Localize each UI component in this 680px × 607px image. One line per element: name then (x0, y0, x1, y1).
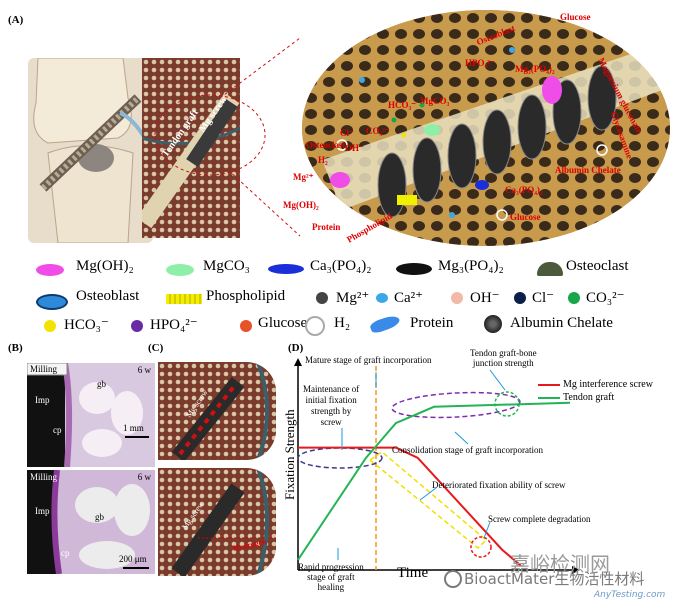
chart-y-label: Fixation Strength (282, 409, 298, 500)
arrow-consolidation (455, 432, 468, 444)
degradation-circle (471, 537, 491, 557)
ann-degradation: Screw complete degradation (488, 514, 590, 524)
ann-maintenance: Maintenance of initial fixation strength… (303, 384, 359, 428)
deterioration-band (370, 452, 486, 548)
ann-rapid-progression: Rapid progression stage of graft healing (298, 562, 364, 592)
chart-legend-screw: Mg interference screw (563, 379, 653, 390)
ann-deteriorated: Deteriorated fixation ability of screw (432, 480, 565, 490)
chart-x-label: Time (397, 565, 428, 582)
arrow-junction (490, 370, 505, 390)
initial-fixation-ellipse (298, 448, 382, 468)
watermark-brand: BioactMater生物活性材料 (464, 568, 644, 589)
ann-mature-stage: Mature stage of graft incorporation (305, 355, 431, 365)
series-mg-screw-line (298, 448, 521, 566)
ann-consolidation: Consolidation stage of graft incorporati… (392, 445, 543, 455)
ann-junction-strength: Tendon graft-bone junction strength (470, 348, 537, 368)
chart-legend-graft: Tendon graft (563, 392, 614, 403)
y-axis-arrow (294, 358, 302, 366)
brand-logo-icon (444, 570, 462, 588)
watermark-site-url: AnyTesting.com (594, 590, 665, 600)
